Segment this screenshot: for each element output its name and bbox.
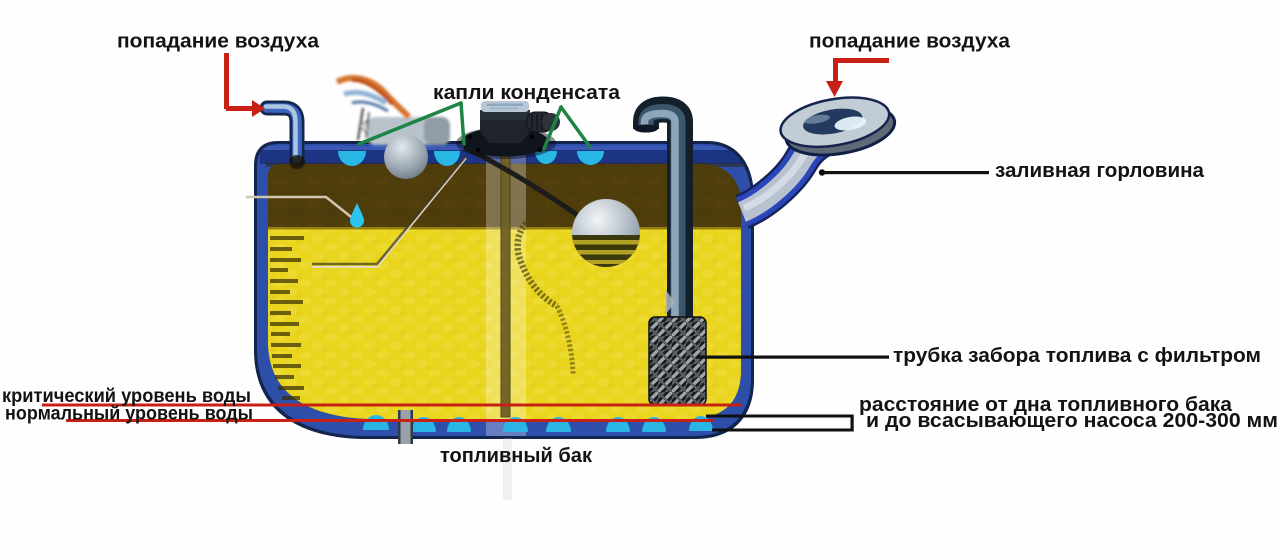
svg-text:расстояние от дна топливного б: расстояние от дна топливного бака bbox=[859, 394, 1233, 416]
svg-text:трубка забора топлива с фильтр: трубка забора топлива с фильтром bbox=[893, 345, 1261, 367]
svg-text:капли конденсата: капли конденсата bbox=[433, 82, 621, 104]
svg-text:нормальный уровень воды: нормальный уровень воды bbox=[5, 403, 253, 425]
svg-text:попадание воздуха: попадание воздуха bbox=[809, 31, 1011, 53]
svg-text:критический уровень воды: критический уровень воды bbox=[2, 385, 251, 407]
svg-text:заливная горловина: заливная горловина bbox=[995, 160, 1205, 182]
svg-text:топливный бак: топливный бак bbox=[440, 445, 593, 467]
svg-text:и до всасывающего насоса 200-3: и до всасывающего насоса 200-300 мм bbox=[866, 410, 1278, 432]
svg-text:попадание воздуха: попадание воздуха bbox=[117, 31, 320, 53]
